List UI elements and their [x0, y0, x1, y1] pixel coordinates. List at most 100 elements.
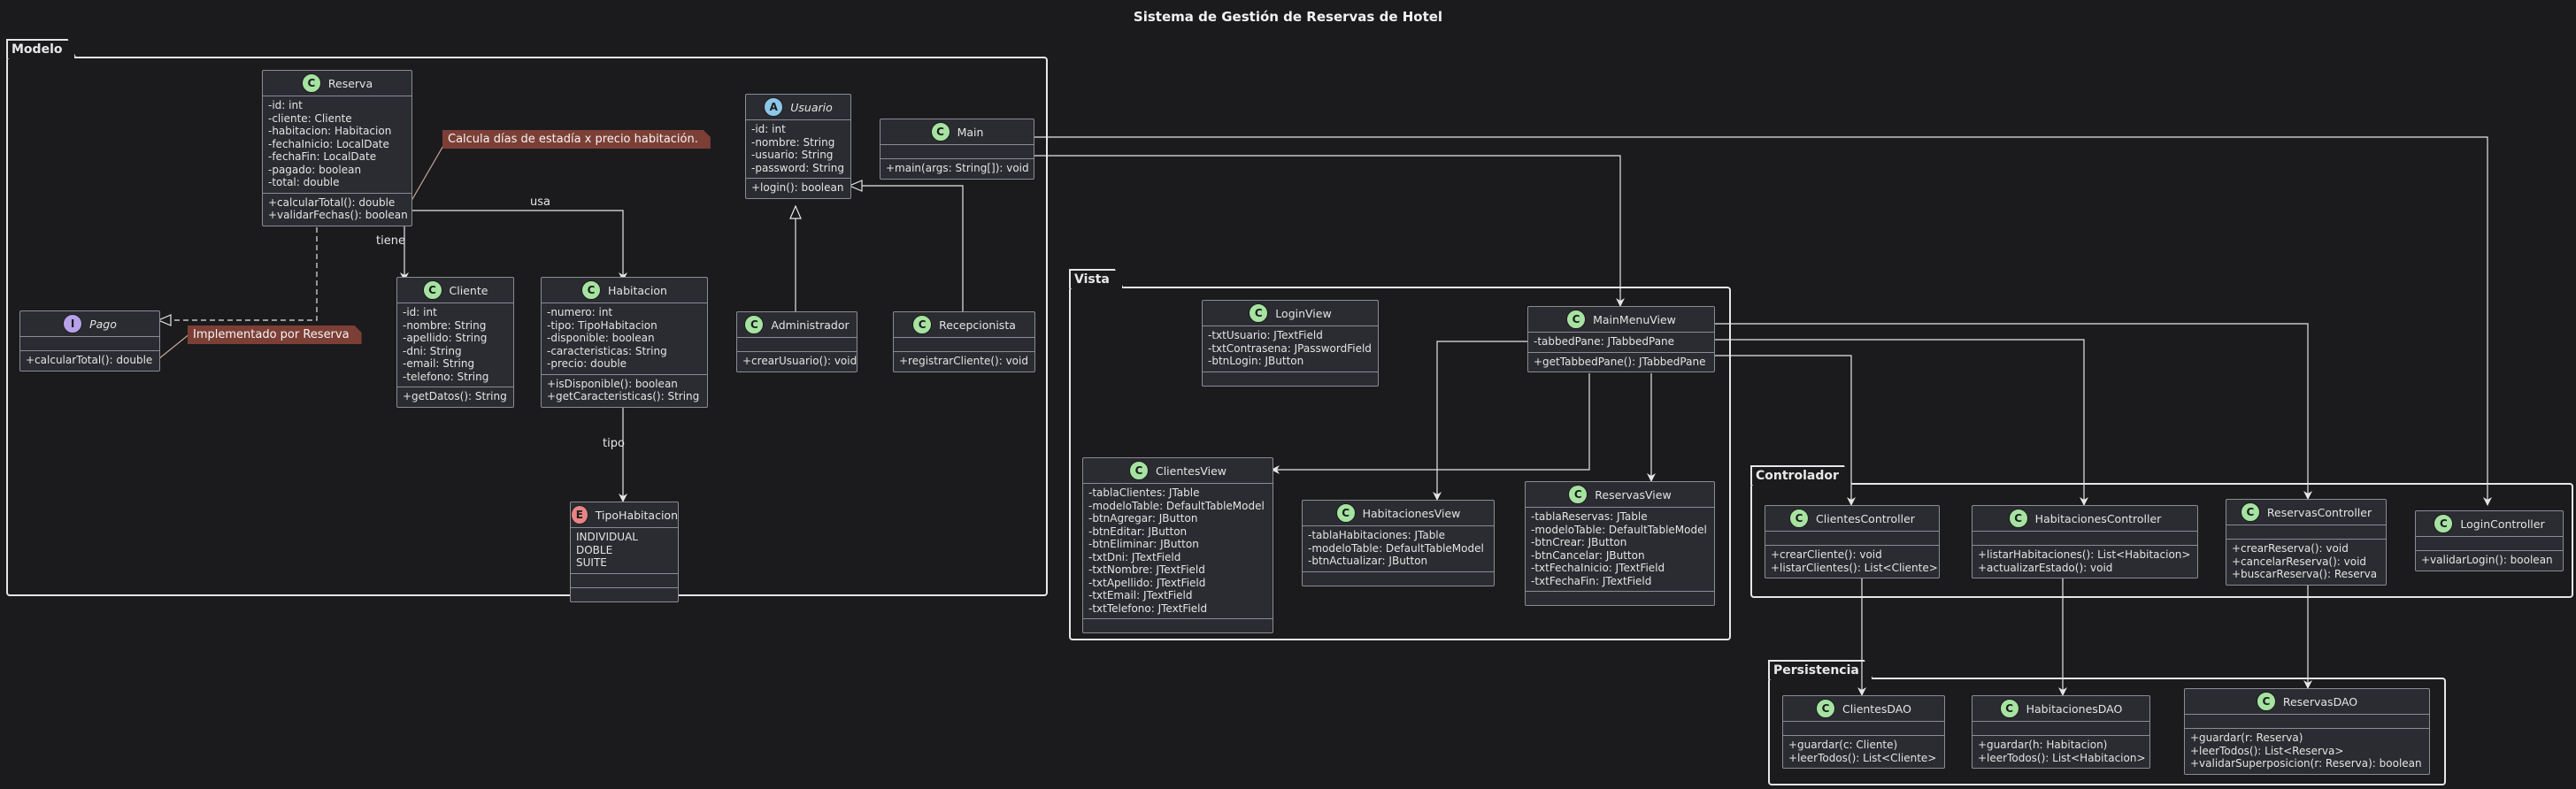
class-stereotype-icon: C — [422, 280, 442, 300]
link-label-usa: usa — [530, 195, 550, 209]
class-method: +leerTodos(): List<Reserva> — [2190, 744, 2344, 757]
habitacionesdao-header: C HabitacionesDAO — [1972, 696, 2149, 722]
link-recep-usuario — [850, 186, 964, 311]
recepcionista-methods: +registrarCliente(): void — [894, 352, 1034, 372]
reserva-methods: +calcularTotal(): double+validarFechas()… — [263, 194, 411, 226]
clientescontroller-methods: +crearCliente(): void+listarClientes(): … — [1765, 546, 1939, 578]
class-stereotype-icon: C — [301, 73, 321, 93]
reservasdao-name: ReservasDAO — [2282, 694, 2358, 709]
class-stereotype-icon: C — [1335, 503, 1356, 523]
package-persistencia-label: Persistencia — [1768, 660, 1873, 679]
habitacionesview-name: HabitacionesView — [1362, 506, 1461, 520]
mainmenuview-name: MainMenuView — [1593, 312, 1676, 326]
class-stereotype-icon: C — [1816, 699, 1836, 718]
class-stereotype-icon: C — [2434, 514, 2454, 533]
class-field: -btnEditar: JButton — [1088, 525, 1188, 538]
class-method: +leerTodos(): List<Habitacion> — [1978, 751, 2146, 764]
class-field: -precio: double — [547, 357, 627, 370]
class-field: -total: double — [268, 176, 340, 188]
habitacion-fields: -numero: int-tipo: TipoHabitacion-dispon… — [542, 303, 707, 375]
class-method: +login(): boolean — [751, 181, 844, 194]
class-stereotype-icon: C — [1789, 509, 1810, 528]
class-field: -txtNombre: JTextField — [1088, 563, 1205, 576]
class-field: -dni: String — [403, 344, 462, 357]
class-field: -modeloTable: DefaultTableModel — [1531, 523, 1707, 536]
class-method: +calcularTotal(): double — [26, 354, 153, 366]
link-reserva-habitacion — [409, 210, 627, 281]
link-mainmenu-habitacionesview — [1433, 341, 1527, 501]
reservascontroller-name: ReservasController — [2266, 505, 2372, 519]
usuario-name: Usuario — [790, 100, 833, 114]
class-field: DOBLE — [576, 543, 613, 556]
class-field: -btnLogin: JButton — [1208, 355, 1304, 367]
habitacionesview-methods — [1303, 572, 1494, 586]
class-stereotype-icon: C — [1999, 699, 2019, 718]
class-field: SUITE — [576, 556, 607, 569]
habitacionesdao-name: HabitacionesDAO — [2026, 701, 2123, 716]
class-field: -btnCancelar: JButton — [1531, 548, 1645, 562]
class-field: -nombre: String — [403, 318, 487, 332]
class-field: -txtUsuario: JTextField — [1208, 329, 1323, 341]
note-pago: Implementado por Reserva — [188, 326, 362, 344]
diagram-title: Sistema de Gestión de Reservas de Hotel — [1133, 9, 1443, 25]
reserva-name: Reserva — [327, 76, 373, 90]
class-stereotype-icon: C — [744, 315, 765, 334]
cliente-fields: -id: int-nombre: String-apellido: String… — [397, 303, 513, 387]
class-field: -email: String — [403, 357, 475, 370]
loginview-name: LoginView — [1275, 306, 1332, 320]
pago-fields — [20, 337, 159, 351]
clientesview-fields: -tablaClientes: JTable-modeloTable: Defa… — [1083, 484, 1273, 619]
link-main-mainmenu — [1033, 155, 1625, 307]
class-method: +leerTodos(): List<Cliente> — [1788, 751, 1937, 764]
habitacion-methods: +isDisponible(): boolean+getCaracteristi… — [542, 375, 707, 407]
class-field: -txtTelefono: JTextField — [1088, 601, 1208, 615]
habitacionesview-header: C HabitacionesView — [1303, 501, 1494, 526]
reservascontroller-fields — [2226, 525, 2386, 540]
mainmenuview-methods: +getTabbedPane(): JTabbedPane — [1528, 353, 1714, 372]
logincontroller-name: LoginController — [2460, 517, 2545, 531]
class-field: -numero: int — [547, 306, 613, 318]
package-persistencia: Persistencia — [1768, 678, 2446, 785]
administrador-methods: +crearUsuario(): void — [737, 352, 857, 372]
cliente-methods: +getDatos(): String — [397, 387, 513, 407]
reservascontroller-methods: +crearReserva(): void+cancelarReserva():… — [2226, 540, 2386, 585]
class-field: -telefono: String — [403, 370, 489, 383]
habitacionescontroller-fields — [1972, 532, 2197, 546]
class-field: -habitacion: Habitacion — [268, 125, 392, 137]
tipohabitacion-methods — [571, 574, 678, 588]
class-field: -tipo: TipoHabitacion — [547, 318, 657, 332]
habitacionescontroller-methods: +listarHabitaciones(): List<Habitacion>+… — [1972, 546, 2197, 578]
class-field: -txtContrasena: JPasswordField — [1208, 341, 1372, 355]
reservasview-fields: -tablaReservas: JTable-modeloTable: Defa… — [1526, 508, 1714, 592]
package-vista: Vista — [1069, 287, 1731, 640]
